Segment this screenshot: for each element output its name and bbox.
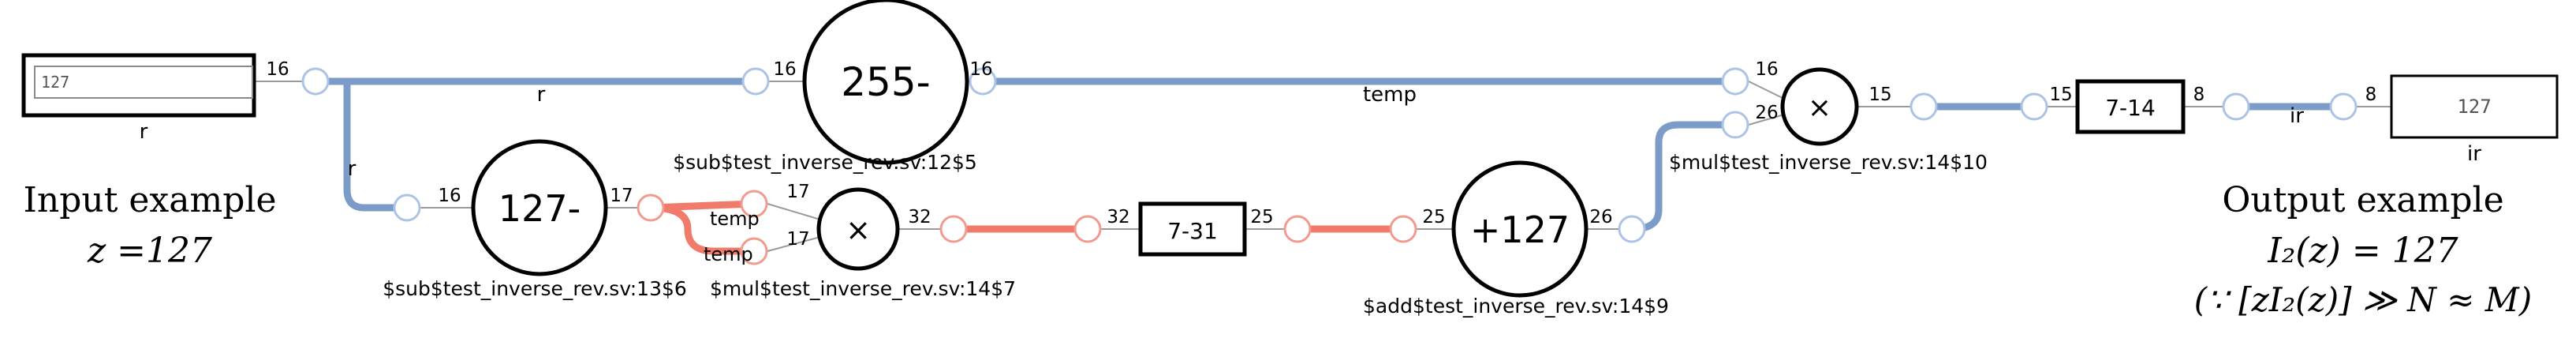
node-add127-out[interactable]	[1618, 215, 1646, 243]
cell-sub255-name: $sub$test_inverse_rev.sv:12$5	[673, 151, 977, 174]
cell-sub127[interactable]	[471, 139, 608, 276]
width-sub127-out: 17	[610, 186, 633, 206]
node-slice714-out[interactable]	[2222, 92, 2250, 121]
cell-add127-op: +127	[1470, 209, 1570, 251]
node-mul10-in-a[interactable]	[1721, 67, 1749, 96]
cell-slice714-label: 7-14	[2105, 95, 2156, 121]
cell-sub127-name: $sub$test_inverse_rev.sv:13$6	[383, 277, 687, 300]
port-label-ir: ir	[2467, 142, 2481, 166]
width-slice731-in: 32	[1107, 207, 1129, 227]
width-labels: 16 16 16 16 26 15 15 8 8 16 17 17 17 32 …	[266, 59, 2376, 250]
wire-label-temp-top: temp	[1363, 83, 1417, 107]
node-add127-in[interactable]	[1389, 215, 1417, 243]
wire-label-r-down: r	[348, 157, 357, 181]
cell-add127[interactable]	[1451, 160, 1589, 298]
width-sub255-in: 16	[773, 59, 796, 80]
node-slice714-in[interactable]	[2020, 92, 2048, 121]
wire-mul7-ina-stub	[767, 203, 821, 220]
input-example-value: z =127	[87, 231, 212, 271]
output-port[interactable]	[2390, 74, 2559, 139]
input-port[interactable]: 127	[21, 53, 256, 118]
node-mul10-in-b[interactable]	[1721, 111, 1749, 139]
port-nodes	[301, 67, 2358, 265]
cells: 127 255- 127- × 7-31 +127 × 7-14 127	[21, 0, 2559, 298]
wire-add-to-mul10	[1628, 121, 1739, 233]
wire-labels: r r temp temp temp ir r ir	[140, 83, 2482, 265]
node-mul10-out[interactable]	[1910, 92, 1938, 121]
wire-r-down	[312, 77, 411, 212]
node-output-in[interactable]	[2329, 92, 2358, 121]
width-mul10-in-a: 16	[1755, 59, 1778, 80]
node-sub127-out[interactable]	[637, 194, 665, 222]
cell-slice714[interactable]	[2075, 79, 2186, 134]
output-example-note: (∵ [zI₂(z)] ≫ N ≈ M)	[2194, 280, 2532, 319]
width-add127-out: 26	[1589, 207, 1612, 227]
cell-name-labels: $sub$test_inverse_rev.sv:12$5 $sub$test_…	[383, 151, 1988, 318]
width-mul10-in-b: 26	[1755, 103, 1778, 123]
wire-mul10-inb-stub	[1748, 114, 1785, 126]
port-label-r: r	[140, 120, 148, 144]
output-example-value: I₂(z) = 127	[2267, 231, 2458, 271]
input-port-field[interactable]	[34, 66, 253, 99]
width-slice714-in: 15	[2049, 85, 2072, 105]
wire-mul10-ina-stub	[1748, 81, 1785, 100]
wire-temp-mid-b	[647, 204, 758, 255]
width-sub127-in: 16	[438, 186, 461, 206]
output-port-value: 127	[2457, 96, 2491, 118]
node-slice731-out[interactable]	[1283, 215, 1312, 243]
wire-mul7-inb-stub	[767, 236, 821, 252]
node-sub255-out[interactable]	[969, 67, 997, 96]
cell-mul10-op: ×	[1808, 92, 1831, 124]
cell-slice731-label: 7-31	[1167, 218, 1218, 244]
width-add127-in: 25	[1422, 207, 1445, 227]
width-slice731-out: 25	[1250, 207, 1273, 227]
cell-slice731[interactable]	[1138, 201, 1247, 257]
width-mul7-out: 32	[908, 207, 931, 227]
width-mul10-out: 15	[1869, 85, 1891, 105]
width-sub255-out: 16	[969, 59, 992, 80]
wire-label-temp-a: temp	[710, 208, 760, 230]
output-example-title: Output example	[2222, 180, 2503, 220]
cell-sub127-op: 127-	[498, 187, 581, 230]
width-mul7-in-a: 17	[786, 182, 809, 202]
cell-mul7-op: ×	[846, 212, 871, 247]
width-input-out: 16	[266, 59, 289, 80]
cell-mul10[interactable]	[1780, 67, 1859, 146]
cell-add127-name: $add$test_inverse_rev.sv:14$9	[1363, 295, 1669, 318]
wires	[253, 77, 2392, 255]
wire-label-ir-wire: ir	[2290, 104, 2304, 128]
node-sub255-in[interactable]	[741, 67, 770, 96]
node-mul7-in-b[interactable]	[740, 237, 768, 265]
annotations: Input example z =127 Output example I₂(z…	[24, 180, 2533, 319]
node-sub127-in[interactable]	[393, 194, 421, 222]
width-mul7-in-b: 17	[786, 229, 809, 250]
node-mul7-in-a[interactable]	[740, 190, 768, 218]
cell-sub255[interactable]	[802, 0, 969, 165]
node-input-out[interactable]	[301, 67, 330, 96]
width-output-in: 8	[2365, 85, 2377, 105]
cell-mul7[interactable]	[816, 187, 900, 271]
input-port-value: 127	[41, 73, 69, 92]
wire-label-r-top: r	[537, 83, 546, 107]
node-slice731-in[interactable]	[1073, 215, 1102, 243]
input-example-title: Input example	[24, 180, 277, 220]
node-mul7-out[interactable]	[939, 215, 968, 243]
cell-mul7-name: $mul$test_inverse_rev.sv:14$7	[710, 277, 1016, 300]
cell-sub255-op: 255-	[841, 59, 930, 105]
width-slice714-out: 8	[2193, 85, 2205, 105]
wire-label-temp-b: temp	[704, 243, 753, 265]
cell-mul10-name: $mul$test_inverse_rev.sv:14$10	[1669, 151, 1988, 174]
